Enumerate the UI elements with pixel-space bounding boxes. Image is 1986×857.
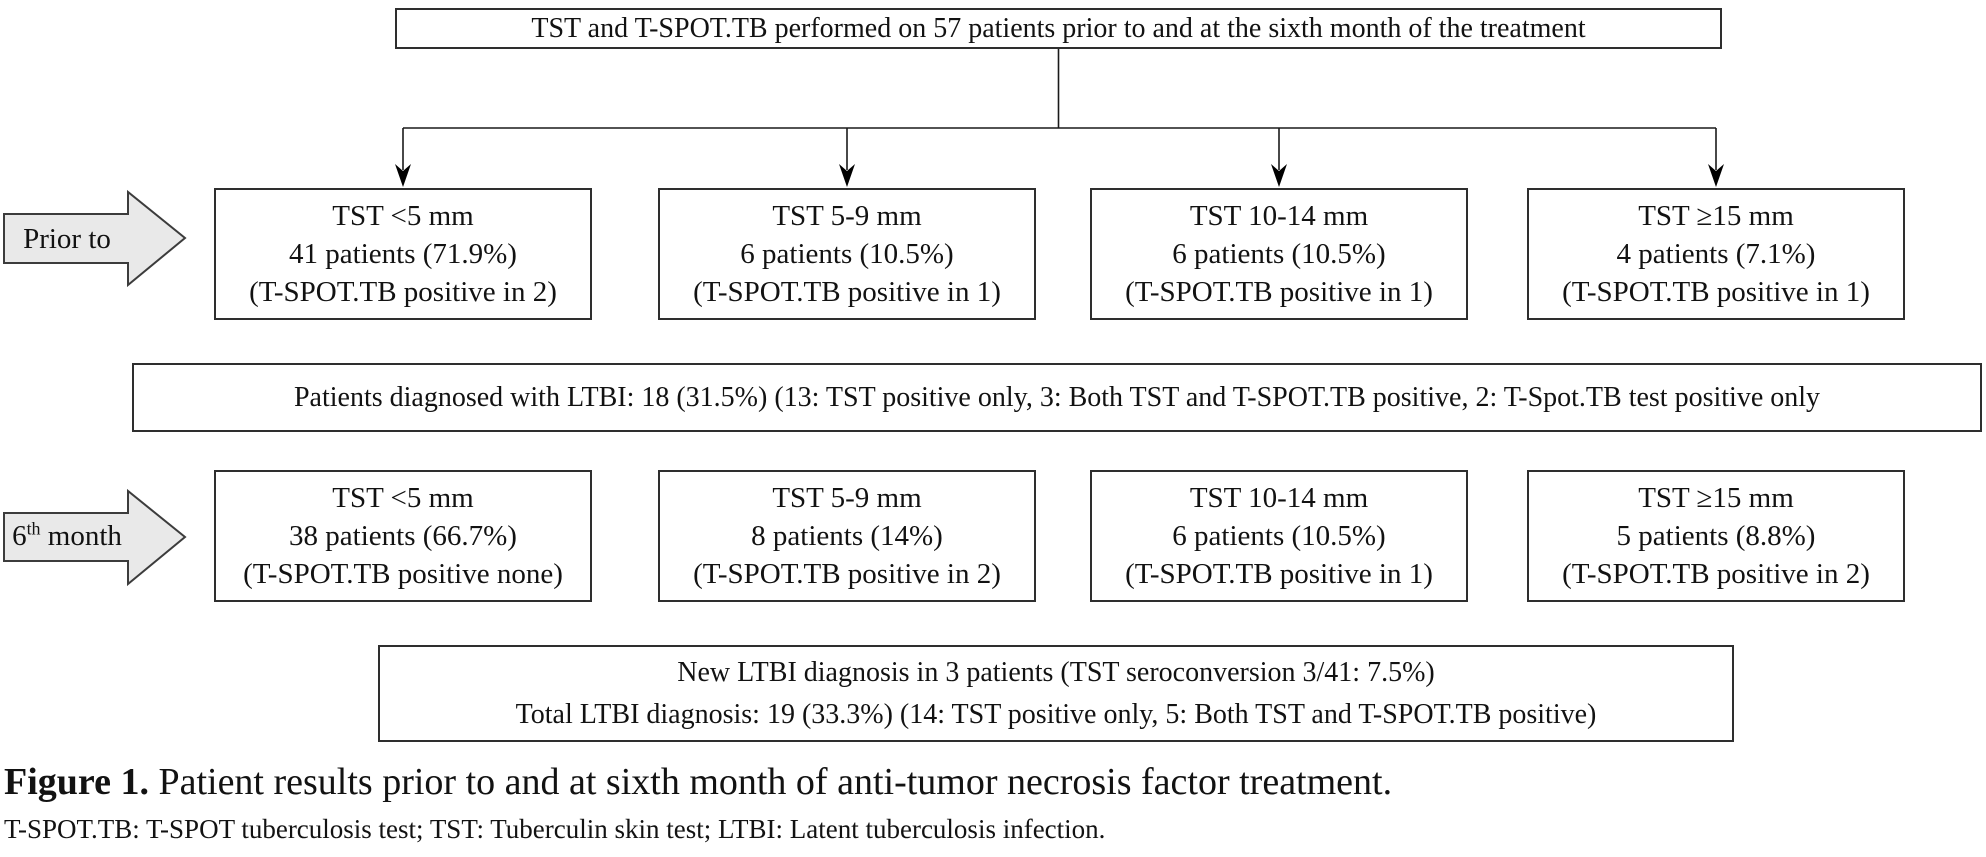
prior-to-text: Prior to (23, 222, 111, 255)
box-line: (T-SPOT.TB positive in 1) (1562, 276, 1870, 308)
box-line: (T-SPOT.TB positive none) (243, 558, 563, 590)
sixth-month-text: 6th month (12, 518, 122, 553)
box-line: (T-SPOT.TB positive in 2) (249, 276, 557, 308)
sixth-month-arrow-label: 6th month (4, 512, 130, 561)
box-line: TST <5 mm (332, 482, 474, 514)
top-box: TST and T-SPOT.TB performed on 57 patien… (395, 8, 1722, 49)
box-line: 6 patients (10.5%) (740, 238, 954, 270)
connector-lines (402, 49, 1717, 170)
sixth-box-tst-10-14: TST 10-14 mm 6 patients (10.5%) (T-SPOT.… (1090, 470, 1468, 602)
sixth-superscript: th (26, 518, 41, 539)
down-arrowhead-icon (395, 164, 411, 187)
box-line: TST ≥15 mm (1638, 200, 1794, 232)
arrowheads (395, 164, 1724, 187)
box-line: 38 patients (66.7%) (289, 520, 517, 552)
summary-line-1: New LTBI diagnosis in 3 patients (TST se… (677, 656, 1435, 688)
box-line: TST <5 mm (332, 200, 474, 232)
box-line: TST 10-14 mm (1189, 482, 1369, 514)
box-line: (T-SPOT.TB positive in 2) (1562, 558, 1870, 590)
abbreviations-footnote: T-SPOT.TB: T-SPOT tuberculosis test; TST… (4, 814, 1106, 844)
box-line: 8 patients (14%) (751, 520, 943, 552)
prior-box-tst-lt5: TST <5 mm 41 patients (71.9%) (T-SPOT.TB… (214, 188, 592, 320)
box-line: TST 5-9 mm (772, 200, 922, 232)
box-line: 6 patients (10.5%) (1172, 520, 1386, 552)
box-line: TST ≥15 mm (1638, 482, 1794, 514)
top-box-text: TST and T-SPOT.TB performed on 57 patien… (531, 12, 1586, 44)
box-line: 41 patients (71.9%) (289, 238, 517, 270)
prior-box-tst-5-9: TST 5-9 mm 6 patients (10.5%) (T-SPOT.TB… (658, 188, 1036, 320)
box-line: (T-SPOT.TB positive in 1) (1125, 558, 1433, 590)
sixth-box-tst-lt5: TST <5 mm 38 patients (66.7%) (T-SPOT.TB… (214, 470, 592, 602)
summary-line-2: Total LTBI diagnosis: 19 (33.3%) (14: TS… (515, 698, 1597, 730)
box-line: 4 patients (7.1%) (1616, 238, 1816, 270)
ltbi-diagnosis-bar: Patients diagnosed with LTBI: 18 (31.5%)… (132, 363, 1982, 432)
box-line: 5 patients (8.8%) (1616, 520, 1816, 552)
sixth-rest: month (40, 520, 122, 552)
sixth-box-tst-5-9: TST 5-9 mm 8 patients (14%) (T-SPOT.TB p… (658, 470, 1036, 602)
down-arrowhead-icon (1708, 164, 1724, 187)
summary-box: New LTBI diagnosis in 3 patients (TST se… (378, 645, 1734, 742)
figure-caption-label: Figure 1. (4, 761, 149, 803)
box-line: TST 5-9 mm (772, 482, 922, 514)
box-line: (T-SPOT.TB positive in 1) (693, 276, 1001, 308)
sixth-prefix: 6 (12, 520, 27, 552)
sixth-box-tst-ge15: TST ≥15 mm 5 patients (8.8%) (T-SPOT.TB … (1527, 470, 1905, 602)
down-arrowhead-icon (839, 164, 855, 187)
prior-box-tst-10-14: TST 10-14 mm 6 patients (10.5%) (T-SPOT.… (1090, 188, 1468, 320)
prior-box-tst-ge15: TST ≥15 mm 4 patients (7.1%) (T-SPOT.TB … (1527, 188, 1905, 320)
box-line: (T-SPOT.TB positive in 1) (1125, 276, 1433, 308)
down-arrowhead-icon (1271, 164, 1287, 187)
box-line: TST 10-14 mm (1189, 200, 1369, 232)
box-line: 6 patients (10.5%) (1172, 238, 1386, 270)
prior-to-arrow-label: Prior to (4, 214, 130, 264)
box-line: (T-SPOT.TB positive in 2) (693, 558, 1001, 590)
ltbi-bar-text: Patients diagnosed with LTBI: 18 (31.5%)… (293, 381, 1821, 413)
figure-caption: Figure 1. Patient results prior to and a… (4, 760, 1392, 804)
figure-caption-text: Patient results prior to and at sixth mo… (148, 761, 1393, 803)
